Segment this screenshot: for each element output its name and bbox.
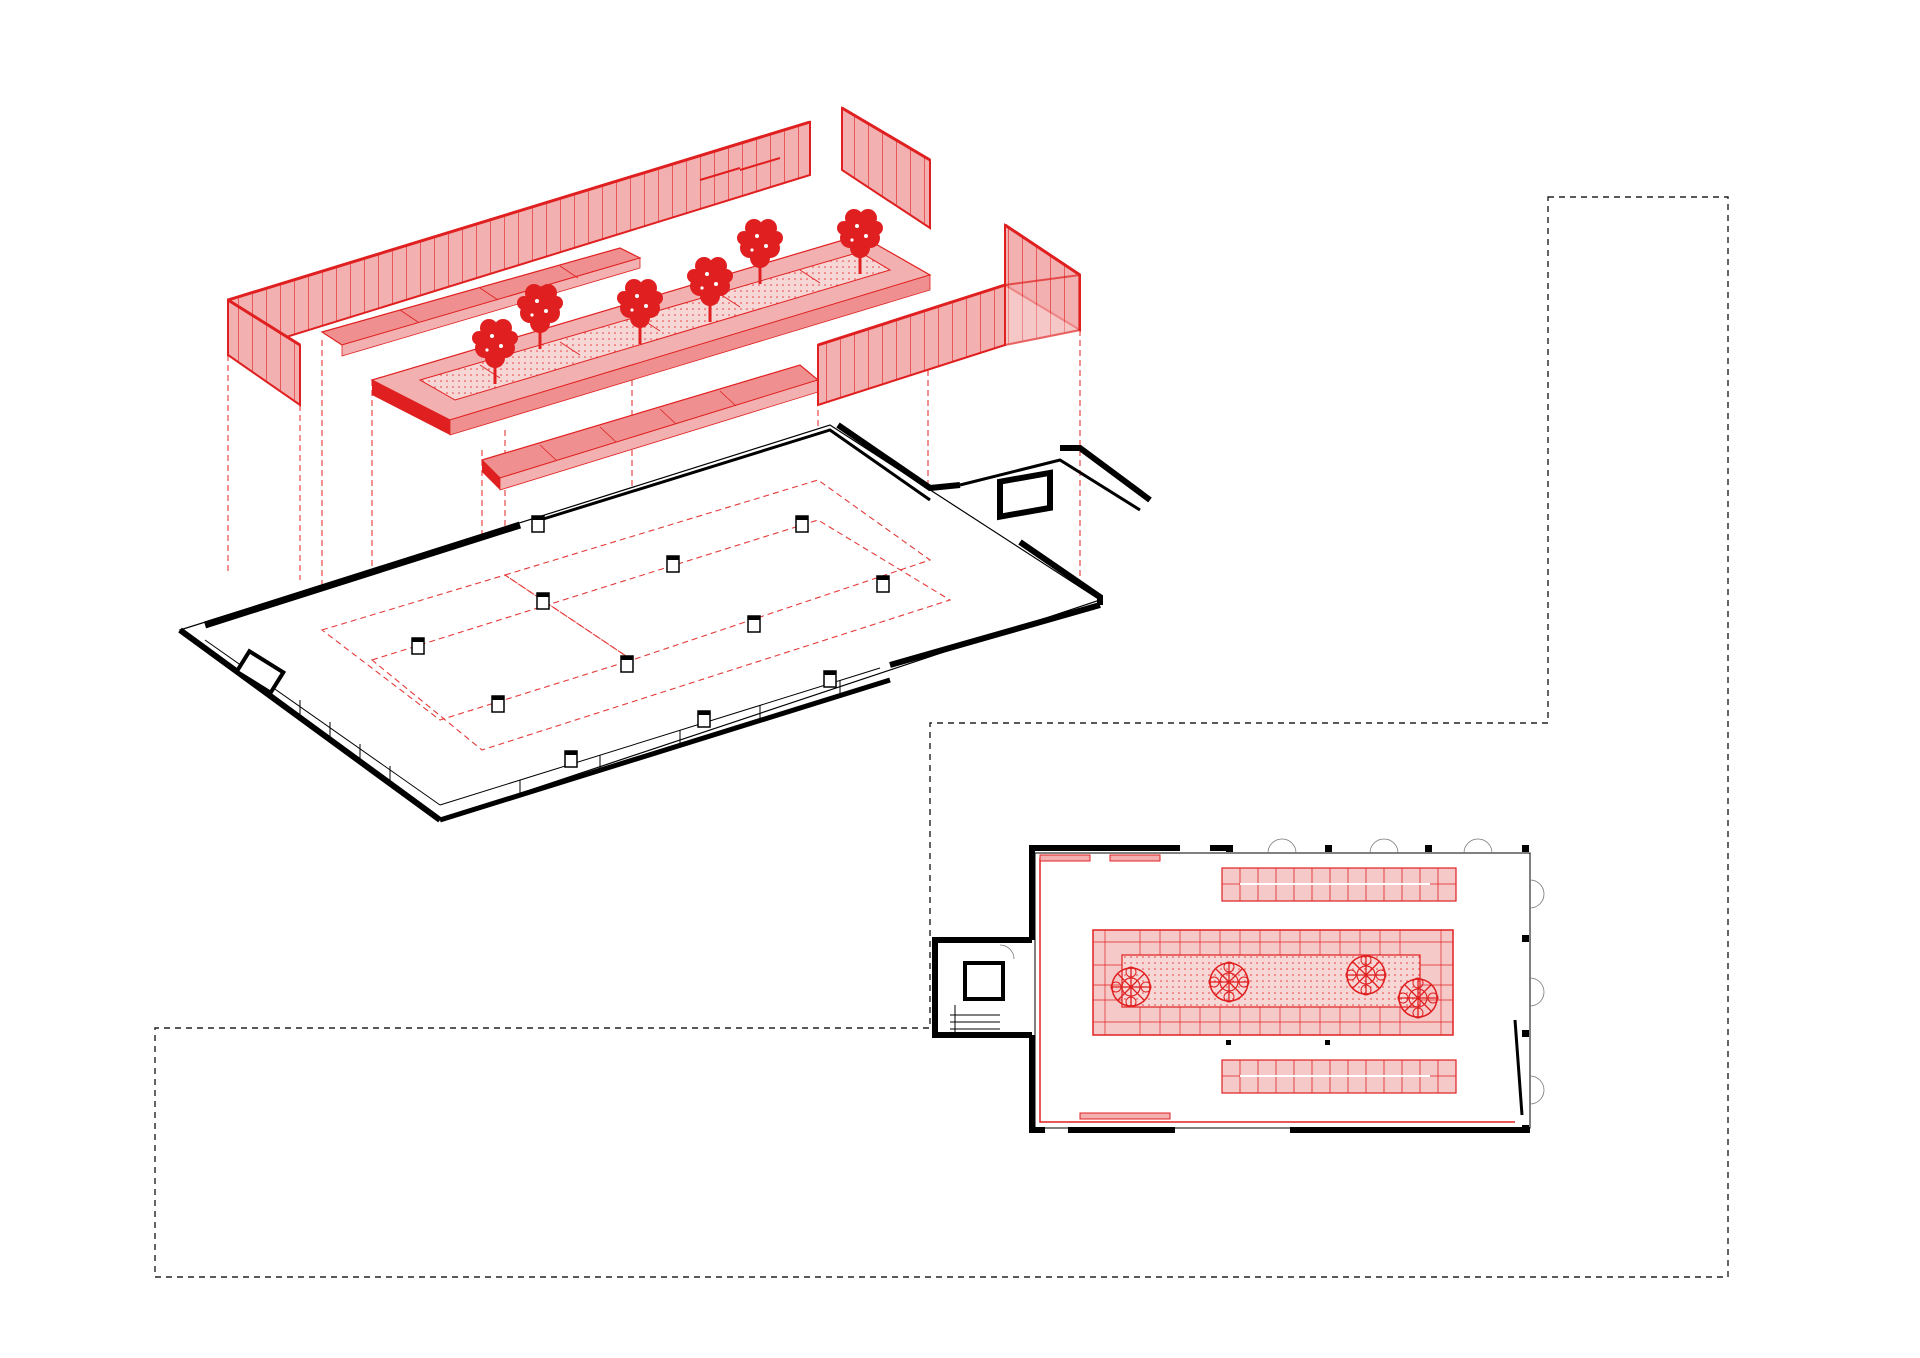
ground-level (178, 422, 1152, 823)
exploded-axonometric (178, 106, 1152, 823)
plan-central-planter (1092, 929, 1454, 1036)
site-boundary (154, 196, 1729, 1278)
floor-plan (932, 838, 1545, 1133)
plan-bench-bottom (1221, 1059, 1457, 1094)
planter-level (320, 207, 932, 491)
plan-bench-top (1221, 867, 1457, 902)
facade-panels (227, 106, 1081, 407)
